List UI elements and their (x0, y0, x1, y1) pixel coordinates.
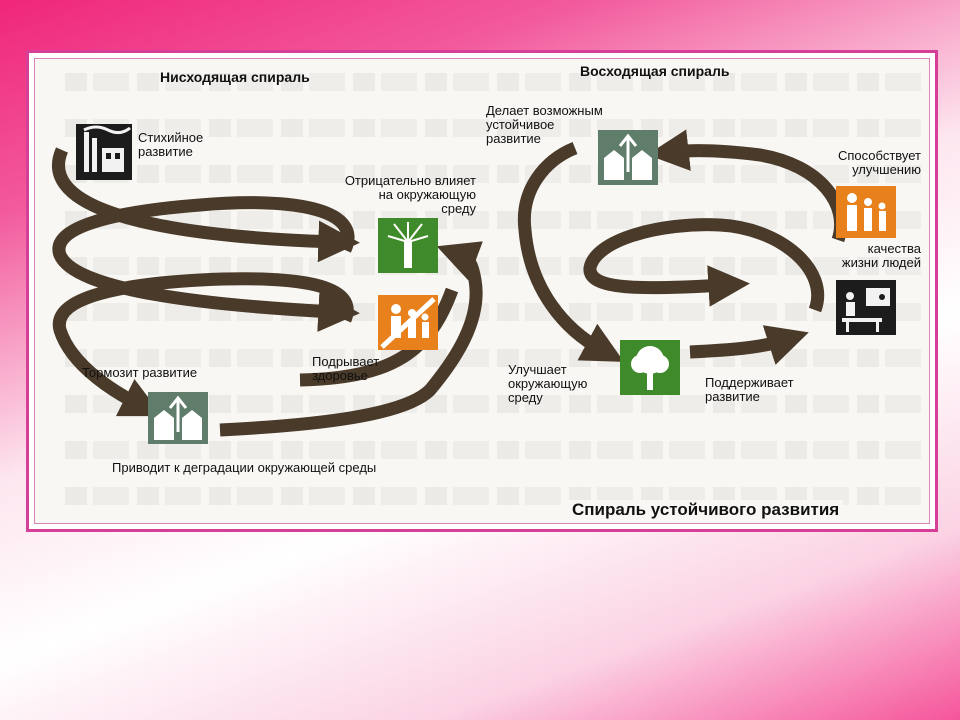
enables-sustainable-development-label: Делает возможным устойчивое развитие (486, 103, 603, 146)
descending-spiral-title: Нисходящая спираль (160, 69, 310, 85)
ascending-spiral-title: Восходящая спираль (580, 63, 730, 79)
diagram-panel (34, 58, 930, 524)
background-text-texture (65, 441, 929, 459)
descending-arrow-3 (52, 272, 354, 417)
descending-arrow-2 (52, 196, 360, 332)
people-crossed-icon (378, 295, 438, 355)
ascending-arrow-3 (583, 218, 825, 313)
tree-icon (620, 340, 680, 400)
spontaneous-development-label: Стихийное развитие (138, 130, 204, 159)
tree-broken-icon (378, 218, 438, 278)
background-text-texture (65, 73, 929, 91)
improves-environment-label: Улучшает окружающую среду (508, 362, 588, 405)
factory-icon (76, 124, 132, 185)
negative-env-impact-label: Отрицательно влияет на окружающую среду (344, 173, 476, 216)
houses-icon (148, 392, 208, 449)
quality-of-life-label: качества жизни людей (841, 241, 921, 270)
background-text-texture (65, 165, 929, 183)
classroom-icon (836, 280, 896, 340)
env-degradation-label: Приводит к деградации окружающей среды (112, 460, 377, 475)
background-text-texture (65, 119, 929, 137)
undermines-health-label: Подрывает здоровье (312, 354, 380, 383)
ascending-arrow-1 (517, 141, 624, 362)
background-text-texture (65, 395, 929, 413)
descending-arrow-4 (219, 241, 483, 437)
descending-arrow-5 (299, 287, 459, 387)
ascending-arrow-2 (689, 325, 809, 365)
supports-development-label: Поддерживает развитие (705, 375, 794, 404)
houses-icon (598, 130, 658, 190)
people-icon (836, 186, 896, 243)
promotes-improvement-label: Способствует улучшению (837, 148, 921, 177)
diagram-caption: Спираль устойчивого развития (568, 500, 844, 520)
diagram-frame (26, 50, 938, 532)
hinders-development-label: Тормозит развитие (82, 365, 198, 380)
